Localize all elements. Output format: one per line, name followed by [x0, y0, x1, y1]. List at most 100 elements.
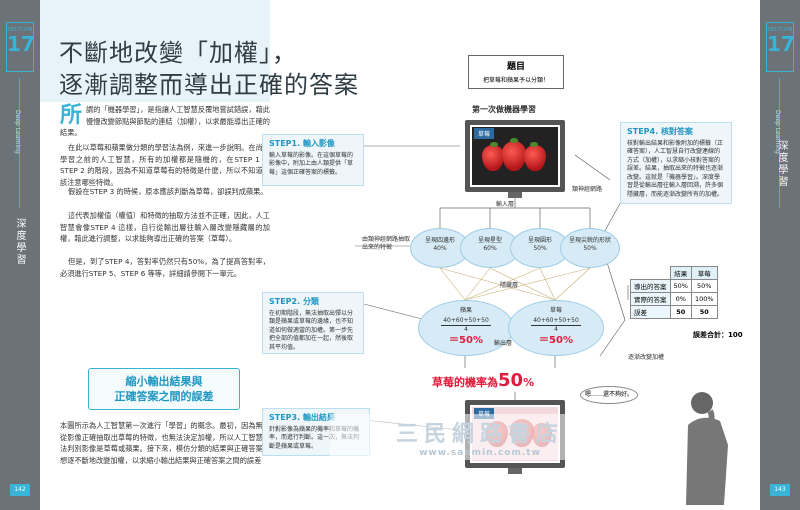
body-paragraph-1: 所 謂的「機器學習」，是指讓人工智慧反覆地嘗試錯誤，藉此慢慢改變節點與節點的連結…	[60, 104, 270, 139]
output-node-apple: 蘋果 40+60+50+50 4 ＝50%	[418, 300, 514, 356]
title-background	[40, 0, 270, 102]
first-learning-label: 第一次做機器學習	[472, 105, 536, 114]
step2-text: 在初期階段，無法抽取出彈以分類是蘋果或草莓的邊緣，也不知道如何做適當的加權。第一…	[269, 309, 354, 351]
side-label-right: 深度學習	[776, 140, 787, 188]
input-monitor: 草莓	[465, 120, 565, 192]
feature-weight: 50%	[583, 245, 597, 252]
feature-weight: 60%	[483, 245, 497, 252]
feature-weight: 50%	[533, 245, 547, 252]
page-number-left: 142	[10, 484, 30, 496]
feature-weight: 40%	[433, 245, 447, 252]
output-layer-label: 輸出層	[494, 340, 513, 347]
step1-title: STEP1. 輸入影像	[269, 139, 335, 148]
input-layer-label: 輸入層	[496, 201, 515, 208]
nn-extract-label: 由類神經網路抽取出來的特徵	[362, 236, 411, 251]
section-badge-right: SECTION 17	[766, 22, 795, 72]
step2-title: STEP2. 分類	[269, 297, 319, 306]
body-paragraph-5: 但是，到了STEP 4，答對率仍然只有50%，為了提高答對率，必須進行STEP …	[60, 257, 270, 278]
table-cell: 50%	[669, 279, 692, 293]
speech-bubble: 嗯……還不夠好。	[580, 386, 638, 404]
table-cell: 導出的答案	[630, 279, 671, 293]
output-denominator: 4	[554, 326, 558, 333]
paragraph-1-text: 謂的「機器學習」，是指讓人工智慧反覆地嘗試錯誤，藉此慢慢改變節點與節點的連結（加…	[60, 105, 270, 138]
leaf-shape	[510, 138, 518, 143]
leaf-shape	[490, 142, 498, 147]
output-formula: 40+60+50+50	[531, 317, 581, 326]
nn-label: 類神經網路	[572, 186, 603, 193]
body-paragraph-4: 這代表加權值（權值）和特徵的抽取方法並不正確，因此，人工智慧會像STEP 4 這…	[60, 211, 270, 244]
table-cell: 誤差	[630, 305, 671, 319]
probability-text: 草莓的機率為50%	[432, 370, 534, 391]
step3-text: 針對影像為蘋果的機率和草莓的機率，而進行判斷。這一次，無法判斷是蘋果或草莓。	[269, 425, 360, 450]
section-badge: SECTION 17	[6, 22, 35, 72]
body-paragraph-3: 假設在STEP 3 的時候，原本應該判斷為草莓，卻誤判成蘋果。	[68, 187, 268, 196]
body-paragraph-2: 在此以草莓和蘋果做分類的學習法為例，來進一步說明。在尚未學習之前的人工智慧，所有…	[60, 143, 270, 187]
divider-line	[19, 78, 20, 208]
table-header: 結果	[669, 266, 692, 280]
leaf-shape	[530, 142, 538, 147]
probability-unit: %	[523, 376, 535, 389]
side-small-text-right: Deep Learning	[774, 110, 781, 154]
table-cell: 0%	[669, 292, 692, 306]
side-label-left: 深度學習	[14, 218, 25, 266]
step2-box: STEP2. 分類 在初期階段，無法抽取出彈以分類是蘋果或草莓的邊緣，也不知道如…	[262, 292, 364, 354]
step1-box: STEP1. 輸入影像 輸入草莓的影像。在這個草莓的影像中，附加上由人類提供「草…	[262, 134, 364, 186]
question-subtitle: 把草莓和蘋果予以分類！	[482, 77, 549, 84]
monitor-stand	[508, 468, 522, 474]
page-number-right: 143	[770, 484, 790, 496]
side-small-text: Deep Learning	[14, 110, 21, 154]
input-screen	[472, 127, 558, 185]
question-title: 題目	[506, 62, 525, 72]
feature-name: 呈現圓形	[527, 237, 552, 244]
output-formula: 40+60+50+50	[441, 317, 491, 326]
step1-text: 輸入草莓的影像。在這個草莓的影像中，附加上由人類提供「草莓」這個正確答案的標籤。	[269, 151, 354, 176]
strawberry-image	[482, 145, 504, 171]
feature-node: 呈現尖銳的形狀 50%	[560, 228, 620, 268]
body-paragraph-6: 本圖所示為人工智慧第一次進行「學習」的概念。最初，因為無法從影像正確抽取出草莓的…	[60, 421, 270, 465]
watermark: 三民網路書店 www.sanmin.com.tw	[330, 414, 630, 460]
watermark-url: www.sanmin.com.tw	[419, 448, 541, 458]
divider-line-right	[779, 78, 780, 208]
callout-line1: 縮小輸出結果與	[125, 375, 203, 388]
section-label-right: SECTION	[767, 27, 793, 33]
question-box: 題目 把草莓和蘋果予以分類！	[468, 55, 564, 89]
drop-cap: 所	[60, 103, 83, 128]
output-name: 草莓	[549, 307, 562, 314]
right-side-strip: SECTION 17 Deep Learning 深度學習 143	[760, 0, 800, 510]
result-table: 結果 草莓 導出的答案 50% 50% 實際的答案 0% 100% 誤差 50 …	[630, 266, 718, 319]
step4-text: 核對輸出結果和影像附加的標籤（正確答案），人工智慧自行改變連線的方式（加權），以…	[627, 139, 724, 198]
feature-name: 呈現四邊形	[424, 237, 455, 244]
step4-box: STEP4. 核對答案 核對輸出結果和影像附加的標籤（正確答案），人工智慧自行改…	[620, 122, 732, 204]
adjust-weight-label: 逐漸改變加權	[628, 354, 665, 361]
output-node-strawberry: 草莓 40+60+50+50 4 ＝50%	[508, 300, 604, 356]
table-cell: 50	[690, 305, 718, 319]
table-row: 誤差 50 50	[630, 305, 718, 319]
table-cell: 實際的答案	[630, 292, 671, 306]
error-total: 誤差合計：100	[693, 331, 743, 339]
table-header	[631, 267, 671, 280]
table-header: 草莓	[690, 266, 718, 280]
probability-value: 50	[498, 370, 524, 391]
callout-line2: 正確答案之間的誤差	[114, 390, 214, 403]
table-cell: 50	[669, 305, 692, 319]
strawberry-image	[524, 145, 546, 171]
section-number: 17	[7, 32, 35, 56]
feature-name: 呈現尖銳的形狀	[568, 237, 611, 244]
step4-title: STEP4. 核對答案	[627, 127, 693, 136]
output-result: ＝50%	[449, 335, 483, 346]
page-title-line2: 逐漸調整而導出正確的答案	[59, 71, 359, 99]
table-cell: 50%	[690, 279, 718, 293]
table-row: 實際的答案 0% 100%	[630, 292, 718, 306]
thinking-person-icon	[686, 392, 728, 505]
section-label: SECTION	[7, 27, 33, 33]
section-number-right: 17	[767, 32, 795, 56]
table-header-row: 結果 草莓	[631, 266, 718, 280]
table-row: 導出的答案 50% 50%	[630, 279, 718, 293]
page-title-line1: 不斷地改變「加權」，	[59, 39, 297, 67]
monitor-stand	[508, 192, 522, 198]
output-name: 蘋果	[459, 307, 472, 314]
probability-label: 草莓的機率為	[432, 376, 498, 389]
feature-name: 呈現星型	[477, 237, 502, 244]
